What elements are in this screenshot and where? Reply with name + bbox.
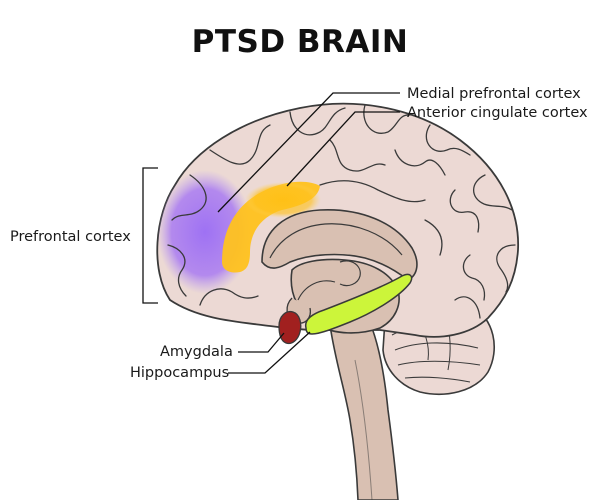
hippocampus-label: Hippocampus: [130, 365, 230, 381]
prefrontal-cortex-label: Prefrontal cortex: [10, 229, 131, 245]
amygdala-shape: [278, 310, 302, 345]
medial-prefrontal-cortex-label: Medial prefrontal cortex: [407, 86, 581, 102]
anterior-cingulate-cortex-label: Anterior cingulate cortex: [407, 105, 588, 121]
hippocampus-shape: [304, 273, 413, 335]
page-title: PTSD BRAIN: [191, 24, 409, 60]
gyri-lines: [167, 104, 516, 319]
leader-lines: [142, 92, 400, 374]
amygdala-label: Amygdala: [160, 344, 233, 360]
